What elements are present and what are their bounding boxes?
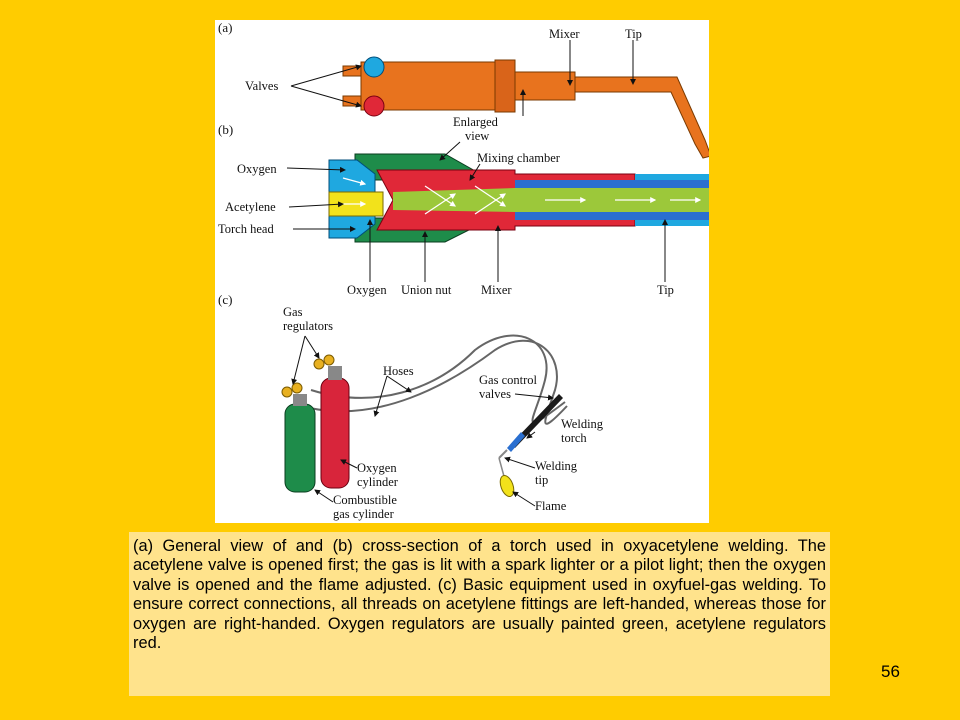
panel-c-label: (c) <box>218 292 232 307</box>
valve-stem-top <box>342 65 362 77</box>
torch-blue-band <box>507 432 525 452</box>
torch-cross-section <box>328 153 709 243</box>
torch-tip <box>574 76 709 159</box>
enlarged-label-1: Enlarged <box>453 115 499 129</box>
flow-arrows <box>339 177 702 215</box>
torch-general-view <box>342 56 709 159</box>
oxygen-valve-knob <box>363 56 385 78</box>
welding-tip-shape <box>498 449 508 459</box>
welding-tip-label-1: Welding <box>535 459 578 473</box>
torch-diagram: (a) Valves Mixer Tip Enlarged view (b) <box>215 20 709 523</box>
panel-b-leaders <box>286 141 668 282</box>
valve-stem-bottom <box>342 95 362 107</box>
gas-control-label-2: valves <box>479 387 511 401</box>
panel-b-label: (b) <box>218 122 233 137</box>
combustible-cylinder-label-1: Combustible <box>333 493 397 507</box>
enlarged-label-2: view <box>465 129 489 143</box>
flame-label: Flame <box>535 499 567 513</box>
panel-a-leaders <box>290 40 636 116</box>
gas-regulators-label-1: Gas <box>283 305 303 319</box>
bottom-oxygen-label: Oxygen <box>347 283 387 297</box>
hose-2 <box>294 339 568 425</box>
hose-1 <box>310 334 566 424</box>
figure-caption: (a) General view of and (b) cross-sectio… <box>129 532 830 696</box>
panel-a-label: (a) <box>218 20 232 35</box>
combustible-cylinder-valve <box>293 394 307 406</box>
acetylene-label: Acetylene <box>225 200 276 214</box>
tip-label-a: Tip <box>625 27 642 41</box>
welding-torch <box>511 394 563 448</box>
welding-torch-label-1: Welding <box>561 417 604 431</box>
regulator-gauge-2 <box>291 382 303 394</box>
oxygen-label: Oxygen <box>237 162 277 176</box>
valves-label: Valves <box>245 79 278 93</box>
welding-equipment <box>281 334 568 498</box>
welding-tip-label-2: tip <box>535 473 548 487</box>
regulator-gauge-1 <box>281 386 293 398</box>
regulator-gauge-3 <box>313 358 325 370</box>
panel-c-leaders <box>291 335 554 507</box>
torch-head-label: Torch head <box>218 222 274 236</box>
oxygen-cylinder-label-1: Oxygen <box>357 461 397 475</box>
flame-shape <box>499 474 515 498</box>
mixer-label-a: Mixer <box>549 27 580 41</box>
tip-label-b: Tip <box>657 283 674 297</box>
oxygen-cylinder-label-2: cylinder <box>357 475 399 489</box>
torch-nut <box>494 59 516 113</box>
diagram-svg: (a) Valves Mixer Tip Enlarged view (b) <box>218 20 709 521</box>
tip-tube-top <box>515 180 709 188</box>
combustible-cylinder-label-2: gas cylinder <box>333 507 395 521</box>
page-number: 56 <box>881 662 900 681</box>
union-nut-label: Union nut <box>401 283 452 297</box>
welding-torch-label-2: torch <box>561 431 587 445</box>
torch-mixer <box>514 71 576 101</box>
mixing-chamber-label: Mixing chamber <box>477 151 561 165</box>
gas-control-label-1: Gas control <box>479 373 537 387</box>
combustible-gas-cylinder <box>284 403 316 493</box>
acetylene-valve-knob <box>363 95 385 117</box>
tip-tube-bottom <box>515 212 709 220</box>
hoses-label: Hoses <box>383 364 414 378</box>
oxygen-cylinder <box>320 377 350 489</box>
mixer-label-b: Mixer <box>481 283 512 297</box>
oxygen-cylinder-valve <box>328 366 342 380</box>
gas-regulators-label-2: regulators <box>283 319 333 333</box>
tip-shell-bottom <box>635 220 709 226</box>
regulator-gauge-4 <box>323 354 335 366</box>
tip-shell-top <box>635 174 709 180</box>
